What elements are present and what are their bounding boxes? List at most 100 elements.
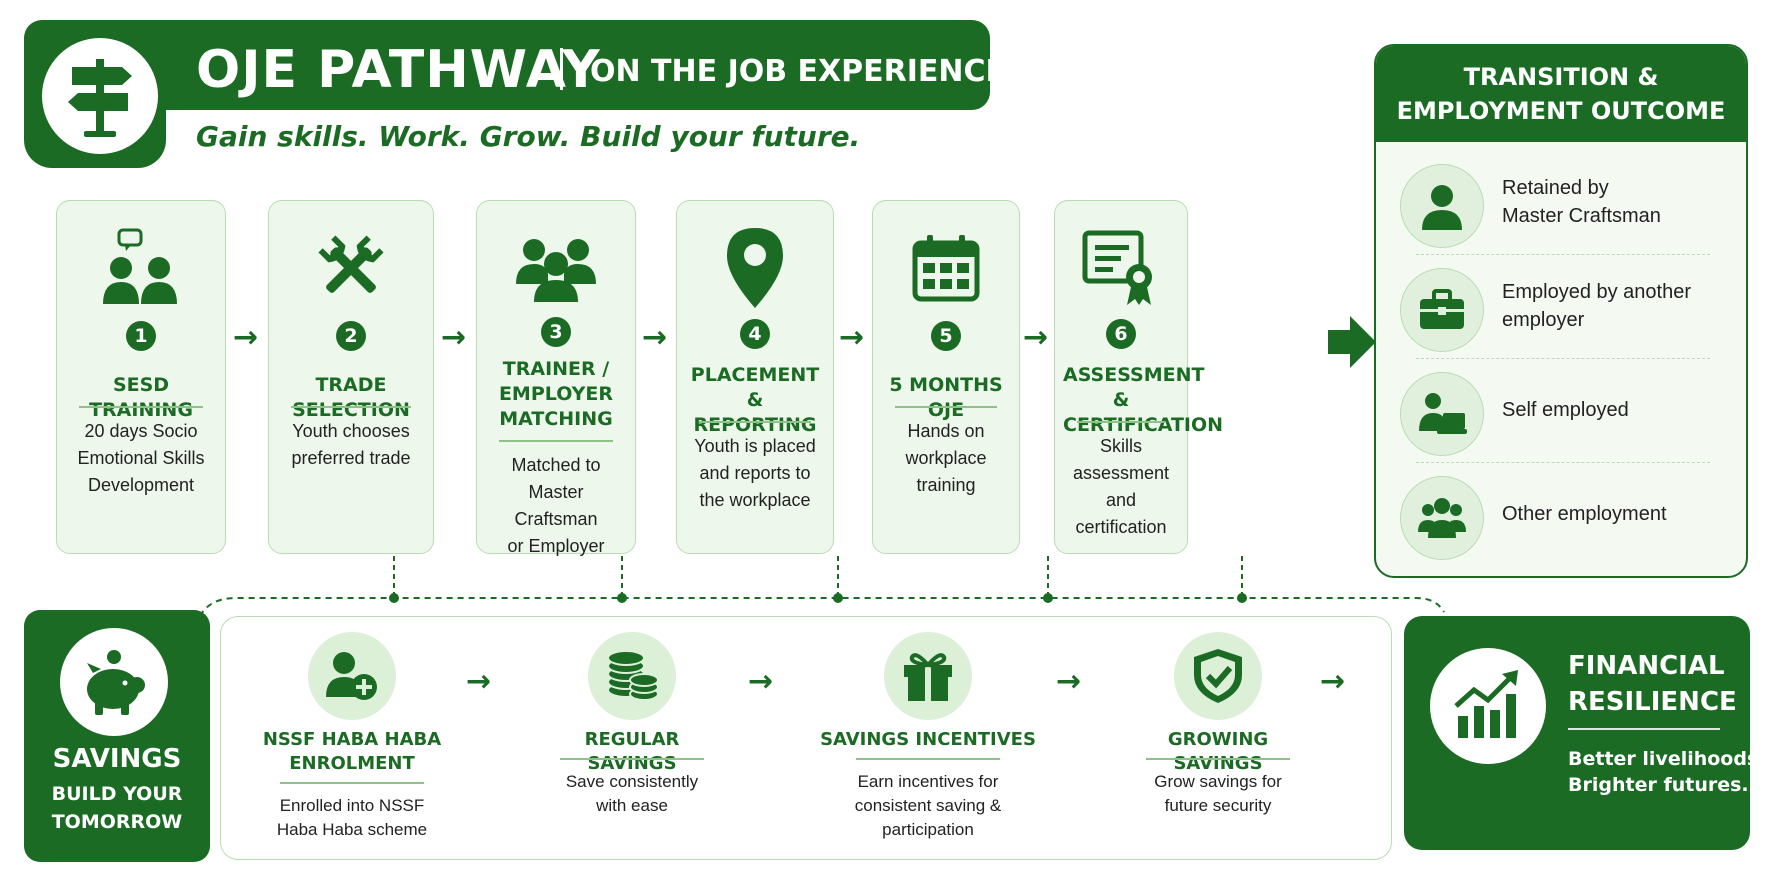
step-title-line: ASSESSMENT & xyxy=(1063,364,1205,411)
team-icon xyxy=(1416,496,1468,540)
outcome-icon-circle xyxy=(1400,268,1484,352)
step-title: PLACEMENT &REPORTING xyxy=(685,363,825,438)
outcome-item: Self employed xyxy=(1376,358,1746,462)
step-number: 6 xyxy=(1106,319,1136,349)
connector-dot xyxy=(1043,593,1053,603)
step-number: 2 xyxy=(336,321,366,351)
step-description-line: Development xyxy=(87,475,195,495)
savings-stage-description-line: Grow savings for xyxy=(1154,772,1282,791)
step-number: 3 xyxy=(541,317,571,347)
coins-icon xyxy=(604,650,660,702)
step-number: 1 xyxy=(126,321,156,351)
piggy-bank-icon xyxy=(87,650,145,715)
step-description-line: workplace xyxy=(905,448,987,468)
savings-stage-description-line: Save consistently xyxy=(565,772,699,791)
outcome-label-text: Retained by Master Craftsman xyxy=(1502,174,1661,230)
step-title: ASSESSMENT &CERTIFICATION xyxy=(1063,363,1223,438)
savings-icon-circle xyxy=(60,628,168,736)
step-arrow-icon: → xyxy=(1023,320,1049,355)
savings-stage-divider xyxy=(280,782,424,784)
outcome-label: Self employed xyxy=(1502,358,1734,462)
savings-stage-title-line: REGULAR SAVINGS xyxy=(584,729,680,774)
header-banner xyxy=(24,20,990,110)
step-divider xyxy=(699,421,811,423)
step-description-line: the workplace xyxy=(699,490,811,510)
step-divider xyxy=(499,440,613,442)
step-icon-box xyxy=(477,223,635,313)
financial-icon-circle xyxy=(1430,648,1546,764)
savings-stage-icon-circle xyxy=(1174,632,1262,720)
savings-stage-description-line: participation xyxy=(882,820,974,839)
signpost-icon xyxy=(68,59,132,137)
savings-stage-title: GROWING SAVINGS xyxy=(1123,728,1313,776)
savings-stage-divider xyxy=(856,758,1000,760)
step-divider xyxy=(895,406,997,408)
step-title-line: REPORTING xyxy=(693,414,817,436)
step-description-line: and reports to xyxy=(699,463,811,483)
group-icon xyxy=(514,232,598,304)
outcome-panel: TRANSITION & EMPLOYMENT OUTCOME Retained… xyxy=(1374,44,1748,578)
step-description-line: and certification xyxy=(1075,490,1167,537)
certificate-icon xyxy=(1081,229,1161,307)
connector-dot xyxy=(389,593,399,603)
page-title: OJE PATHWAY xyxy=(196,40,601,100)
outcome-label: Retained by Master Craftsman xyxy=(1502,150,1734,254)
step-description-line: preferred trade xyxy=(291,448,411,468)
step-description-line: Hands on xyxy=(907,421,985,441)
savings-arrow-icon: → xyxy=(1056,664,1082,699)
step-title: 5 MONTHS OJE xyxy=(881,373,1011,423)
savings-stage-title: SAVINGS INCENTIVES xyxy=(813,728,1043,752)
step-divider xyxy=(79,406,203,408)
laptop-user-icon xyxy=(1417,391,1467,437)
title-separator xyxy=(560,48,563,90)
outcome-icon-circle xyxy=(1400,476,1484,560)
step-description-line: or Employer xyxy=(507,536,605,556)
savings-arrow-icon: → xyxy=(1320,664,1346,699)
savings-stage-description-line: Earn incentives for xyxy=(857,772,999,791)
step-icon-box xyxy=(269,223,433,313)
step-title: TRADE SELECTION xyxy=(277,373,425,423)
step-title-line: MATCHING xyxy=(499,408,613,430)
step-title-line: SESD TRAINING xyxy=(89,374,193,421)
step-arrow-icon: → xyxy=(642,320,668,355)
outcome-label-line: Employed by another xyxy=(1502,281,1692,303)
savings-stage-description-line: consistent saving & xyxy=(854,796,1002,815)
savings-stage-title: REGULAR SAVINGS xyxy=(537,728,727,776)
step-divider xyxy=(291,406,411,408)
step-description-line: Master Craftsman xyxy=(514,482,598,529)
header-logo-circle xyxy=(42,38,158,154)
savings-stage-description-line: future security xyxy=(1164,796,1272,815)
savings-title: SAVINGS xyxy=(52,744,182,774)
step-description: Hands on workplace training xyxy=(883,418,1009,499)
briefcase-icon xyxy=(1418,289,1466,331)
outcome-label-line: Other employment xyxy=(1502,503,1667,525)
outcome-divider xyxy=(1416,254,1710,255)
outcome-label-line: Master Craftsman xyxy=(1502,205,1661,227)
savings-arrow-icon: → xyxy=(748,664,774,699)
step-description-line: training xyxy=(916,475,976,495)
step-title-line: TRADE SELECTION xyxy=(292,374,410,421)
savings-stage-description: Grow savings for future security xyxy=(1123,770,1313,818)
add-user-icon xyxy=(324,649,380,703)
step-number: 4 xyxy=(740,319,770,349)
connector-dot xyxy=(617,593,627,603)
connector-dot xyxy=(1237,593,1247,603)
calendar-icon xyxy=(911,233,981,303)
step-icon-box xyxy=(677,223,833,313)
savings-stage-title-line: ENROLMENT xyxy=(289,753,415,774)
outcome-label-line: Retained by xyxy=(1502,177,1609,199)
savings-stage-divider xyxy=(560,758,704,760)
people-chat-icon xyxy=(99,228,183,308)
gift-icon xyxy=(902,649,954,703)
